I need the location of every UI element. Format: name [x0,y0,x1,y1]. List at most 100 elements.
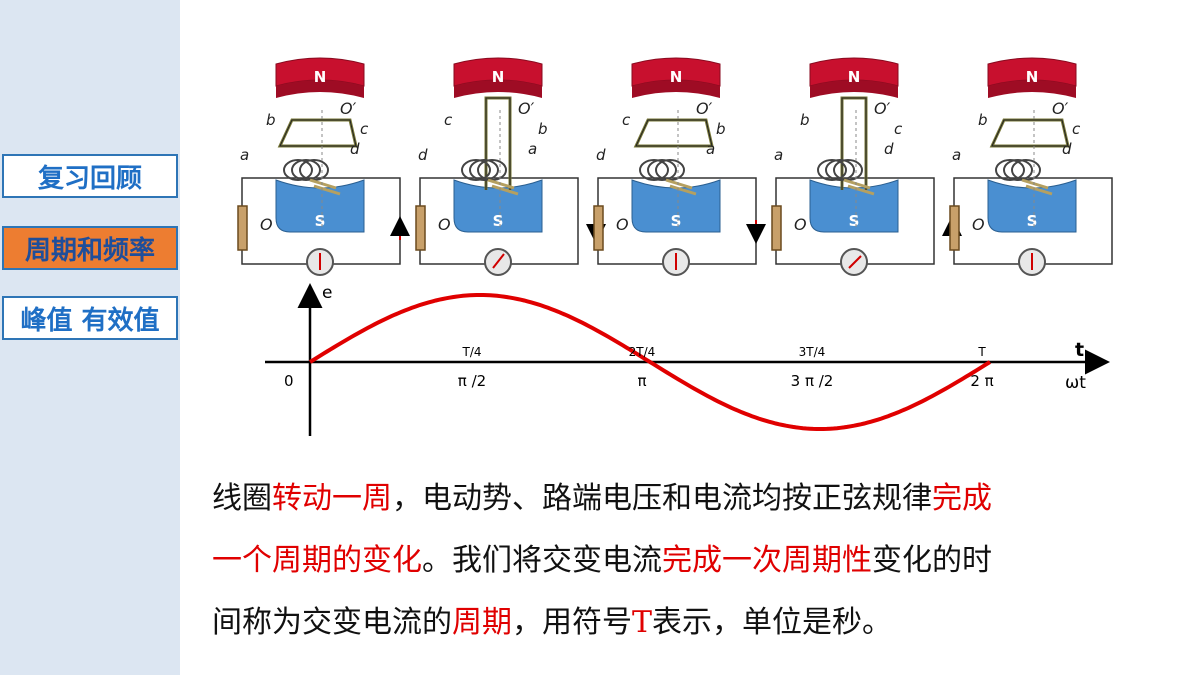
coil-label-c: c [1072,120,1081,138]
axis-bottom-label: O [438,215,451,234]
body-text: 变化的时 [872,543,992,578]
nav-review-button[interactable]: 复习回顾 [2,154,178,198]
axis-bottom-label: O [794,215,807,234]
axis-top-label: O′ [696,99,713,118]
coil-outline [991,119,1069,147]
slip-ring [995,159,1025,181]
slip-ring [461,159,491,181]
magnet-s-label: S [1027,212,1038,230]
coil-label-b: b [716,120,726,138]
coil-outline [485,97,511,190]
brushes [487,178,519,196]
coil-label-d: d [596,146,606,164]
slip-ring [833,159,863,181]
x-axis-label-t: t [1075,339,1084,361]
magnet-s-label: S [671,212,682,230]
resistor [415,205,426,251]
coil-label-c: c [360,120,369,138]
sidebar: 复习回顾 周期和频率 峰值 有效值 [0,0,180,675]
y-axis-label: e [322,283,332,303]
brushes [843,178,875,196]
brushes [1021,178,1053,196]
magnet-n-label: N [1026,68,1039,86]
coil-label-a: a [706,140,715,158]
body-text: ，用符号 [512,605,632,640]
highlight-text: T [632,605,653,640]
coil-label-d: d [350,140,360,158]
slip-ring [639,159,669,181]
slip-ring [291,159,321,181]
x-axis-label-wt: ωt [1065,373,1086,393]
magnet-n-label: N [314,68,327,86]
axis-top-label: O′ [1052,99,1069,118]
magnet-s-label: S [315,212,326,230]
tick-label-wt: π /2 [458,372,486,390]
magnet-n-label: N [670,68,683,86]
highlight-text: 完成 [932,481,992,516]
coil-loop [277,118,358,148]
resistor [237,205,248,251]
magnet-s-label: S [849,212,860,230]
magnet-s [987,179,1077,233]
coil-outline [841,97,867,190]
coil-label-b: b [800,111,810,129]
tick-label-t: T [977,345,986,359]
galvanometer-needle [848,255,862,269]
coil-label-b: b [538,120,548,138]
coil-label-d: d [418,146,428,164]
body-text: ，电动势、路端电压和电流均按正弦规律 [392,481,932,516]
tick-label-t: 2T/4 [629,345,656,359]
coil-loop [633,118,714,148]
coil-label-b: b [266,111,276,129]
highlight-text: 完成一次周期性 [662,543,872,578]
coil-label-a: a [240,146,249,164]
brushes [309,178,341,196]
magnet-n-label: N [848,68,861,86]
generator-1: N Sab cd O′ O [237,57,401,276]
tick-label-wt: π [637,372,646,390]
slip-ring [817,159,847,181]
coil-label-a: a [774,146,783,164]
coil-loop [840,96,868,190]
highlight-text: 周期 [452,605,512,640]
body-text: 线圈 [212,481,272,516]
coil-label-c: c [894,120,903,138]
coil-loop [989,118,1070,148]
magnet-s [631,179,721,233]
body-text: 表示，单位是秒。 [652,605,893,640]
slip-ring [825,159,855,181]
slip-ring [647,159,677,181]
slip-ring [283,159,313,181]
nav-peak-effective-button[interactable]: 峰值 有效值 [2,296,178,340]
magnet-n-face [454,80,542,98]
magnet-n-label: N [492,68,505,86]
origin-label: 0 [284,372,294,390]
brushes [665,178,697,196]
tick-label-wt: 3 π /2 [791,372,834,390]
nav-period-frequency-button[interactable]: 周期和频率 [2,226,178,270]
coil-label-a: a [952,146,961,164]
magnet-n-face [810,80,898,98]
slip-ring [469,159,499,181]
slip-ring [477,159,507,181]
tick-label-t: 3T/4 [799,345,826,359]
highlight-text: 一个周期的变化 [212,543,422,578]
paragraph-line: 线圈转动一周，电动势、路端电压和电流均按正弦规律完成 [212,468,1172,530]
coil-label-a: a [528,140,537,158]
tick-label-t: T/4 [461,345,481,359]
coil-label-c: c [622,111,631,129]
paragraph-line: 间称为交变电流的周期，用符号T表示，单位是秒。 [212,592,1172,654]
axis-top-label: O′ [340,99,357,118]
slip-ring [1011,159,1041,181]
axis-bottom-label: O [260,215,273,234]
magnet-s [275,179,365,233]
slip-ring [655,159,685,181]
coil-label-b: b [978,111,988,129]
highlight-text: 转动一周 [272,481,392,516]
